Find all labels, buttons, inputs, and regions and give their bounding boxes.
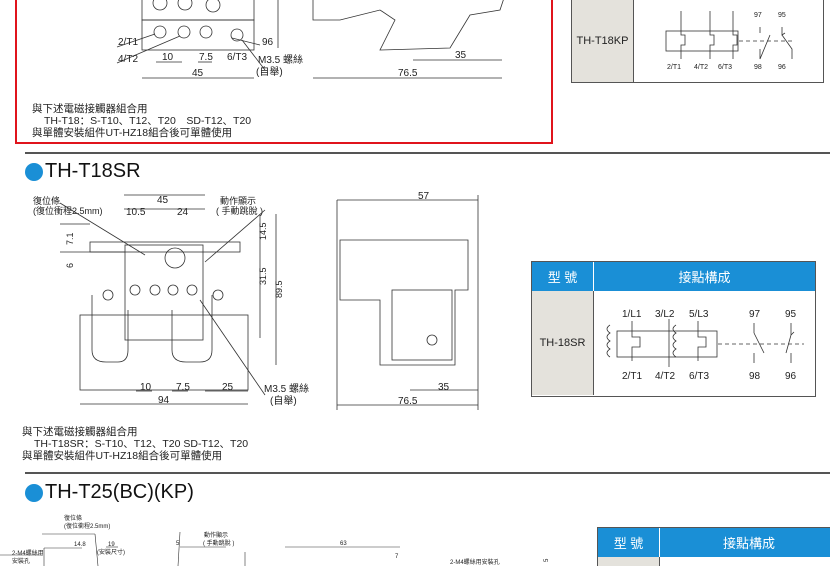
- svg-text:2/T1: 2/T1: [667, 64, 681, 71]
- svg-text:6/T3: 6/T3: [718, 64, 732, 71]
- svg-text:(自舉): (自舉): [256, 65, 283, 78]
- th-t18-dimension-drawing: 2/T1 4/T2 10 7.5 6/T3 96 M3.5 螺絲 (自舉) 45…: [116, 0, 504, 79]
- bullet-icon: [25, 483, 43, 502]
- svg-text:7: 7: [395, 554, 399, 560]
- contact-table-t18sr: 型 號 接點構成 TH-18SR 1/L1 3/L2: [531, 261, 816, 397]
- svg-text:14.5: 14.5: [258, 222, 268, 240]
- svg-text:M3.5 螺絲: M3.5 螺絲: [264, 382, 309, 395]
- svg-text:4/T2: 4/T2: [118, 54, 138, 65]
- svg-text:7.1: 7.1: [65, 232, 75, 245]
- contact-diagram-cell: 2/T1 4/T2 6/T3 97 95 98 96: [634, 0, 823, 82]
- svg-text:94: 94: [158, 395, 170, 406]
- svg-text:96: 96: [785, 371, 797, 382]
- svg-text:96: 96: [262, 37, 274, 48]
- svg-text:35: 35: [455, 50, 467, 61]
- svg-text:97: 97: [749, 309, 761, 320]
- section-divider: [25, 472, 830, 474]
- svg-text:2-M4螺絲用: 2-M4螺絲用: [12, 549, 44, 557]
- bullet-icon: [25, 162, 43, 181]
- contact-schematic: 2/T1 4/T2 6/T3 97 95 98 96: [665, 11, 794, 71]
- svg-text:安裝孔: 安裝孔: [12, 557, 30, 565]
- svg-text:24: 24: [177, 207, 189, 218]
- svg-text:96: 96: [778, 64, 786, 71]
- svg-text:復位條: 復位條: [33, 195, 60, 206]
- th-t25-dimension-drawing: 復位條 (復位衝程2.5mm) 動作顯示 ( 手動跳脫 ) 2-M4螺絲用 安裝…: [0, 514, 550, 566]
- svg-text:4/T2: 4/T2: [655, 371, 675, 382]
- svg-text:( 手動跳脫 ): ( 手動跳脫 ): [216, 205, 263, 216]
- svg-text:(復位衝程2.5mm): (復位衝程2.5mm): [33, 205, 103, 216]
- svg-text:45: 45: [157, 195, 169, 206]
- note-line: 與下述電磁接觸器組合用: [22, 426, 138, 438]
- svg-text:7.5: 7.5: [176, 382, 190, 393]
- svg-text:3/L2: 3/L2: [655, 309, 675, 320]
- header-model: 型 號: [532, 262, 594, 291]
- svg-text:76.5: 76.5: [398, 68, 418, 79]
- section-title: TH-T18SR: [25, 160, 141, 183]
- contact-diagram-cell: 1/L1 3/L2 5/L3 2/T1 4/T2 6/T3 97 95 98 9…: [594, 291, 815, 395]
- compatibility-notes: 與下述電磁接觸器組合用 TH-T18SR：S-T10、T12、T20 SD-T1…: [22, 426, 248, 462]
- header-contacts: 接點構成: [722, 536, 775, 551]
- svg-text:63: 63: [340, 541, 347, 547]
- svg-text:57: 57: [418, 191, 430, 202]
- svg-text:5: 5: [544, 558, 550, 562]
- svg-text:98: 98: [754, 64, 762, 71]
- svg-text:19: 19: [108, 542, 115, 548]
- note-line: TH-T18：S-T10、T12、T20 SD-T12、T20: [44, 115, 252, 127]
- svg-text:2-M4螺絲用安裝孔: 2-M4螺絲用安裝孔: [450, 558, 500, 566]
- note-line: 與單體安裝組件UT-HZ18組合後可單體使用: [32, 127, 233, 139]
- svg-text:2/T1: 2/T1: [622, 371, 642, 382]
- contact-table-t18kp: TH-T18KP 2/T1 4/T2 6/T3 97 95 98 96: [571, 0, 824, 83]
- svg-text:25: 25: [222, 382, 234, 393]
- svg-text:6: 6: [65, 263, 75, 268]
- svg-text:動作顯示: 動作顯示: [204, 531, 228, 539]
- svg-text:( 手動跳脫 ): ( 手動跳脫 ): [203, 539, 234, 547]
- model-cell: [598, 557, 660, 566]
- note-line: TH-T18SR：S-T10、T12、T20 SD-T12、T20: [34, 438, 249, 450]
- svg-text:14.8: 14.8: [74, 542, 86, 548]
- svg-text:35: 35: [438, 382, 450, 393]
- contact-table-t25: 型 號 接點構成: [597, 527, 830, 566]
- svg-text:5: 5: [176, 541, 180, 547]
- svg-text:98: 98: [749, 371, 761, 382]
- compatibility-notes: 與下述電磁接觸器組合用 TH-T18：S-T10、T12、T20 SD-T12、…: [32, 103, 251, 139]
- svg-text:10: 10: [140, 382, 152, 393]
- svg-text:10: 10: [162, 52, 174, 63]
- note-line: 與下述電磁接觸器組合用: [32, 103, 148, 115]
- header-contacts: 接點構成: [678, 270, 731, 285]
- model-cell: TH-18SR: [532, 291, 594, 395]
- svg-text:2/T1: 2/T1: [118, 37, 138, 48]
- svg-text:(自舉): (自舉): [270, 394, 297, 407]
- section-title-text: TH-T18SR: [45, 160, 141, 182]
- header-model: 型 號: [598, 528, 660, 557]
- svg-text:7.5: 7.5: [199, 52, 213, 63]
- svg-text:97: 97: [754, 12, 762, 19]
- contact-schematic: 1/L1 3/L2 5/L3 2/T1 4/T2 6/T3 97 95 98 9…: [606, 309, 804, 382]
- section-title: TH-T25(BC)(KP): [25, 481, 194, 504]
- svg-text:31.5: 31.5: [258, 267, 268, 285]
- svg-text:10.5: 10.5: [126, 207, 146, 218]
- svg-text:(安裝尺寸): (安裝尺寸): [97, 548, 125, 556]
- svg-text:1/L1: 1/L1: [622, 309, 642, 320]
- svg-text:6/T3: 6/T3: [689, 371, 709, 382]
- svg-text:動作顯示: 動作顯示: [220, 195, 256, 206]
- svg-text:89.5: 89.5: [274, 280, 284, 298]
- section-title-text: TH-T25(BC)(KP): [45, 481, 194, 503]
- svg-text:95: 95: [785, 309, 797, 320]
- svg-text:(復位衝程2.5mm): (復位衝程2.5mm): [64, 522, 110, 530]
- model-cell: TH-T18KP: [572, 0, 634, 82]
- svg-text:6/T3: 6/T3: [227, 52, 247, 63]
- highlight-frame: [15, 0, 553, 144]
- th-t18sr-dimension-drawing: 復位條 (復位衝程2.5mm) 動作顯示 ( 手動跳脫 ) 45 10.5 24…: [33, 191, 479, 410]
- svg-text:M3.5 螺絲: M3.5 螺絲: [258, 53, 303, 66]
- svg-text:4/T2: 4/T2: [694, 64, 708, 71]
- svg-text:76.5: 76.5: [398, 396, 418, 407]
- svg-text:復位條: 復位條: [64, 514, 82, 522]
- svg-text:5/L3: 5/L3: [689, 309, 709, 320]
- svg-text:95: 95: [778, 12, 786, 19]
- svg-text:45: 45: [192, 68, 204, 79]
- section-divider: [25, 152, 830, 154]
- note-line: 與單體安裝組件UT-HZ18組合後可單體使用: [22, 450, 223, 462]
